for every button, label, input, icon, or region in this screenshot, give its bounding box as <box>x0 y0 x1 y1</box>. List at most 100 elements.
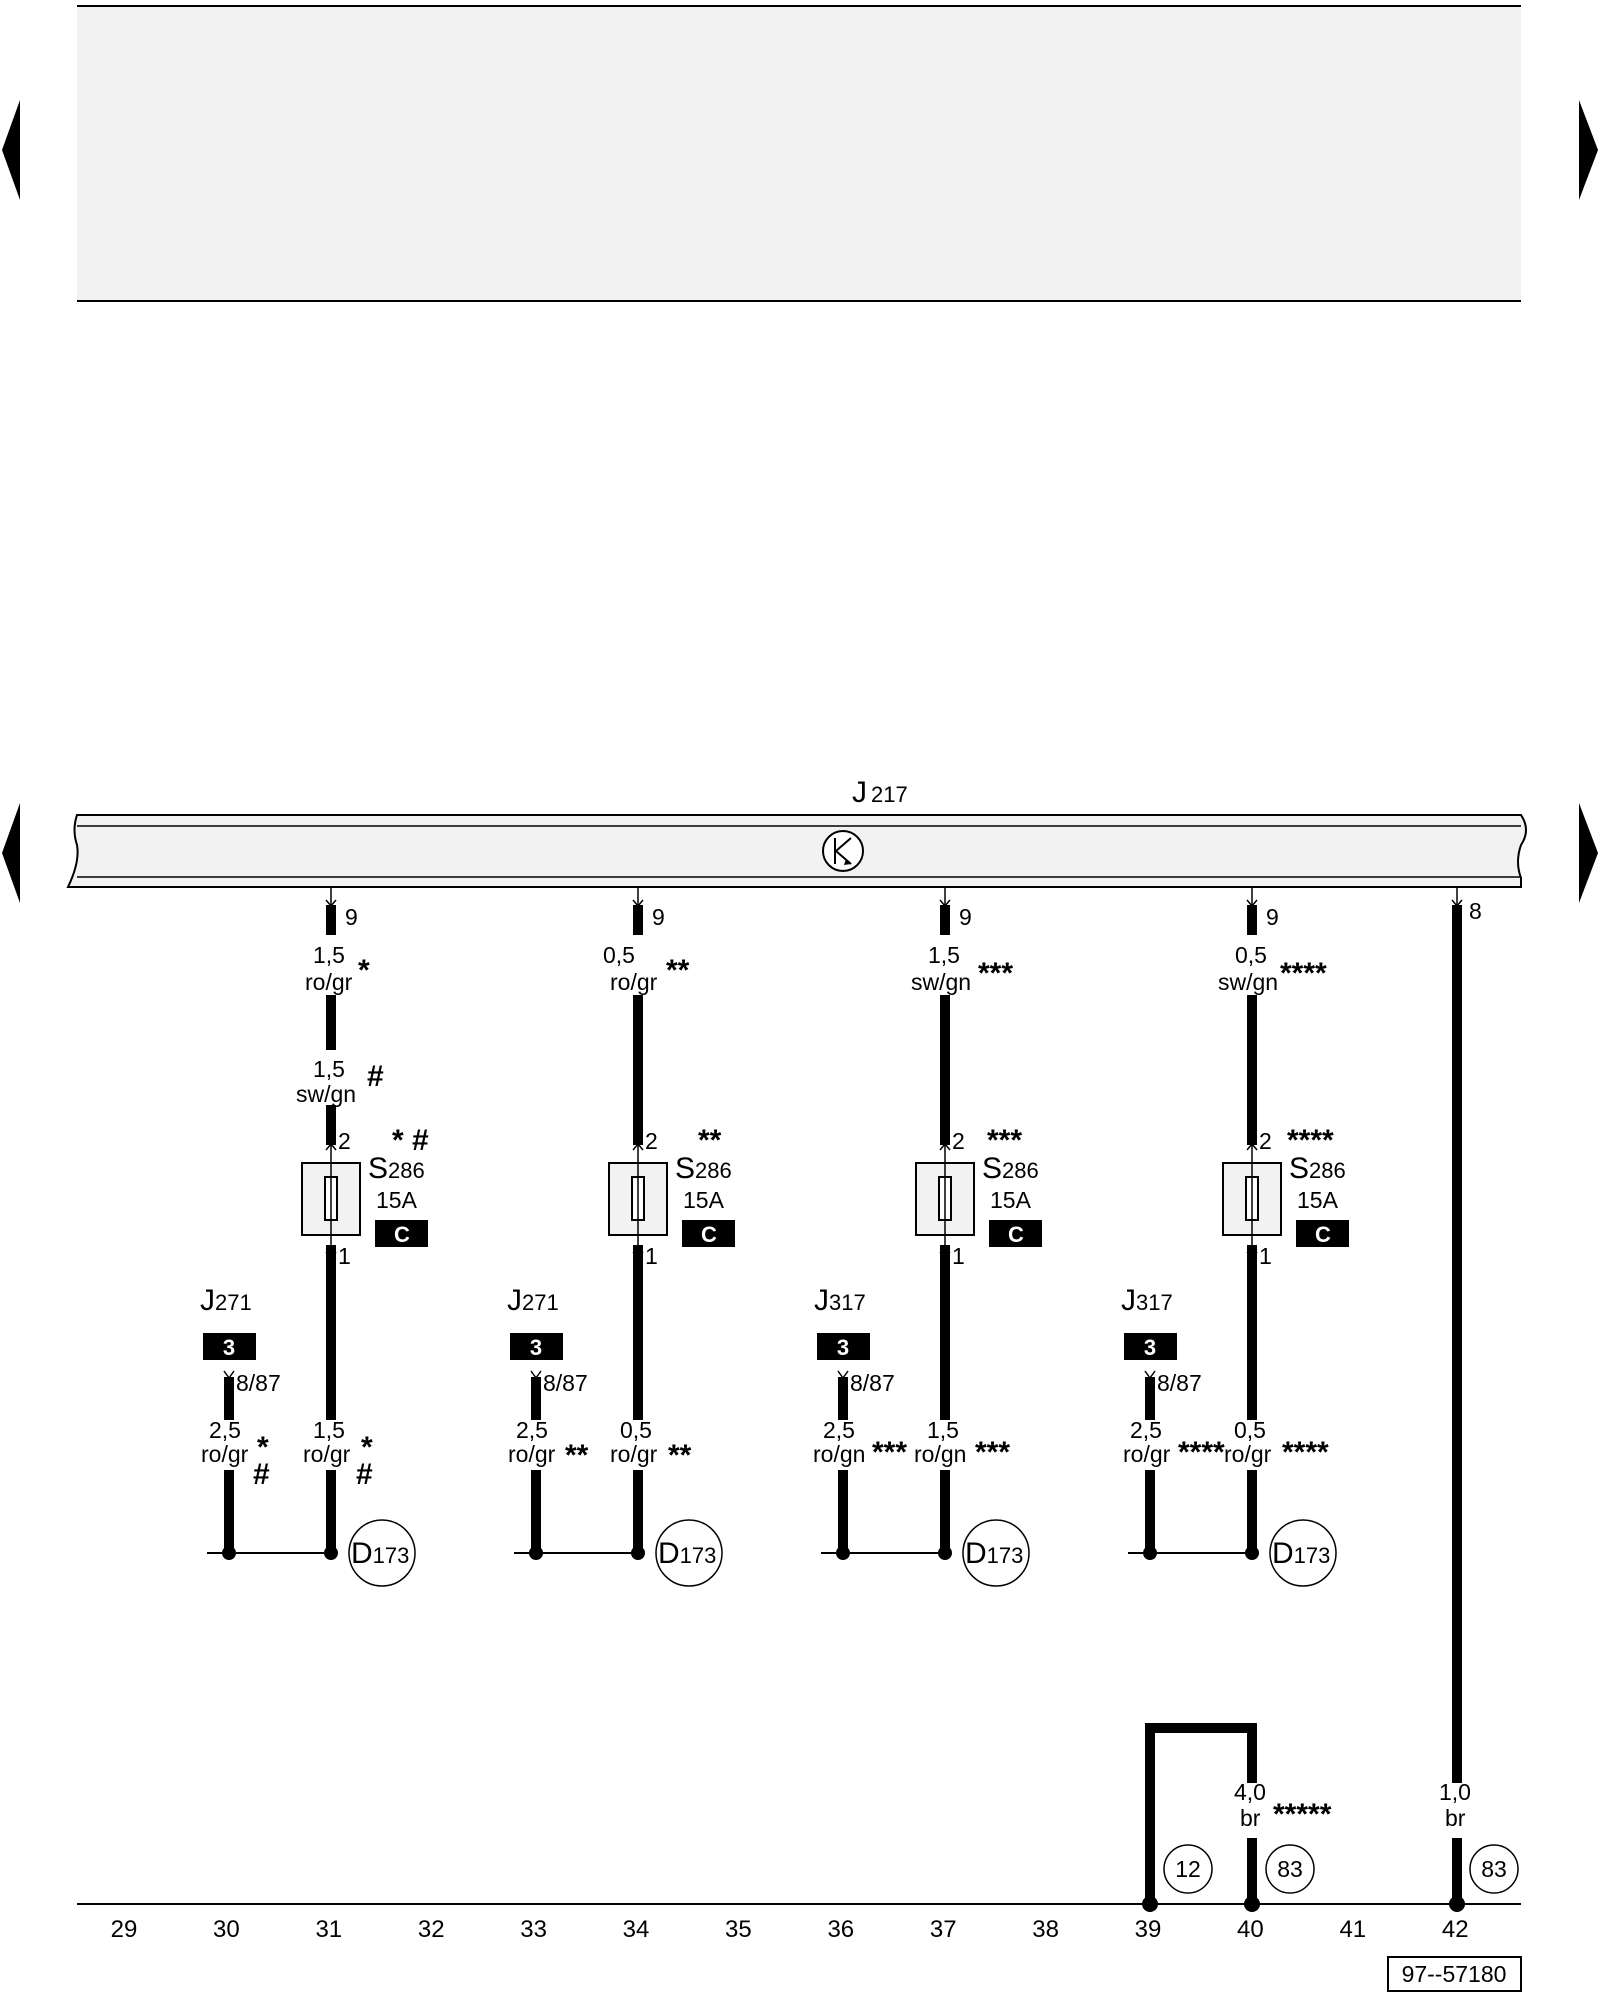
wire-size: 1,5 <box>313 1056 345 1082</box>
junction-dot <box>836 1546 850 1560</box>
fuse-icon <box>915 1162 975 1236</box>
pin-arrow-icon <box>223 1370 235 1380</box>
pin-number: 9 <box>345 904 358 930</box>
branch-2: 9 0,5 ro/gr ** 2 ** S286 15A C 1 J271 3 … <box>507 887 735 1587</box>
junction-dot <box>631 1546 645 1560</box>
fuse-location-badge-text: C <box>1008 1222 1024 1247</box>
ref-circle-text: 83 <box>1277 1856 1303 1882</box>
variant-mark: *** <box>978 957 1013 990</box>
connector-ref-circle <box>655 1519 723 1587</box>
variant-mark: * <box>358 954 370 987</box>
junction-dot <box>1245 1546 1259 1560</box>
relay-label: J317 <box>814 1284 866 1317</box>
wire-size: 1,0 <box>1439 1779 1471 1805</box>
variant-mark: ***** <box>1273 1798 1332 1831</box>
fuse-variant-mark: ** <box>698 1124 722 1157</box>
wire-size: 1,5 <box>928 942 960 968</box>
prev-page-arrow-bottom[interactable] <box>2 803 20 903</box>
variant-mark: *** <box>975 1436 1010 1469</box>
relay-pin: 8/87 <box>850 1370 895 1396</box>
relay-location-badge <box>817 1333 870 1360</box>
branch-1: 9 1,5 ro/gr * 1,5 sw/gn # 2 * # S286 15A… <box>200 887 429 1587</box>
wire-color: sw/gn <box>1218 969 1278 995</box>
junction-dot <box>1142 1896 1158 1912</box>
wire-color: ro/gr <box>201 1441 249 1467</box>
ref-circle <box>1265 1844 1315 1894</box>
ref-circle-text: 83 <box>1481 1856 1507 1882</box>
next-page-arrow-bottom[interactable] <box>1579 803 1598 903</box>
fuse-pin: 1 <box>338 1243 351 1269</box>
axis-number: 35 <box>725 1916 752 1943</box>
fuse-rating: 15A <box>990 1187 1032 1213</box>
pin-arrow-icon <box>1246 1142 1258 1151</box>
pin-arrow-icon <box>1144 1370 1156 1380</box>
wire-size: 2,5 <box>823 1417 855 1443</box>
junction-dot <box>222 1546 236 1560</box>
pin-arrow-icon <box>325 1251 337 1260</box>
ref-circle <box>1469 1844 1519 1894</box>
wire-color: br <box>1445 1805 1466 1831</box>
pin-number: 8 <box>1469 898 1482 924</box>
wire-color: sw/gn <box>296 1081 356 1107</box>
junction-dot <box>1143 1546 1157 1560</box>
variant-mark: **** <box>1282 1436 1329 1469</box>
fuse-pin: 1 <box>1259 1243 1272 1269</box>
relay-pin: 8/87 <box>1157 1370 1202 1396</box>
axis-number: 37 <box>930 1916 957 1943</box>
variant-mark: # <box>253 1458 270 1491</box>
pin8-wire: 8 1,0 br 83 <box>1439 887 1519 1912</box>
relay-location-badge <box>203 1333 256 1360</box>
variant-mark: ** <box>668 1439 692 1472</box>
wire-size: 1,5 <box>927 1417 959 1443</box>
connector-ref-circle <box>962 1519 1030 1587</box>
wire-size: 1,5 <box>313 942 345 968</box>
axis-number: 40 <box>1237 1916 1264 1943</box>
pin-arrow-icon <box>632 1251 644 1260</box>
relay-symbol-icon <box>822 830 864 872</box>
fuse-pin: 1 <box>952 1243 965 1269</box>
pin-arrow-icon <box>939 899 951 908</box>
variant-mark: # <box>367 1060 384 1093</box>
ref-circle <box>1163 1844 1213 1894</box>
fuse-variant-mark: *** <box>987 1124 1022 1157</box>
fuse-icon <box>608 1162 668 1236</box>
wire-segment <box>838 905 950 1553</box>
fuse-location-badge-text: C <box>701 1222 717 1247</box>
fuse-label: S286 <box>368 1152 425 1185</box>
next-page-arrow-top[interactable] <box>1579 100 1598 200</box>
header-panel <box>77 6 1521 301</box>
fuse-icon <box>1222 1162 1282 1236</box>
connector-label: D173 <box>965 1537 1023 1570</box>
axis-number: 29 <box>111 1916 138 1943</box>
branch-3: 9 1,5 sw/gn *** 2 *** S286 15A C 1 J317 … <box>813 887 1042 1587</box>
fuse-pin: 2 <box>645 1128 658 1154</box>
axis-number: 38 <box>1032 1916 1059 1943</box>
fuse-label: S286 <box>982 1152 1039 1185</box>
pin-arrow-icon <box>1246 899 1258 908</box>
axis-number: 42 <box>1442 1916 1469 1943</box>
relay-location-badge-text: 3 <box>1144 1335 1156 1360</box>
axis-number: 32 <box>418 1916 445 1943</box>
variant-mark: **** <box>1178 1436 1225 1469</box>
wire-color: ro/gr <box>1224 1441 1272 1467</box>
prev-page-arrow-top[interactable] <box>2 100 20 200</box>
axis-number: 34 <box>623 1916 650 1943</box>
fuse-location-badge-text: C <box>394 1222 410 1247</box>
relay-label: J271 <box>200 1284 252 1317</box>
ref-circle-text: 12 <box>1175 1856 1201 1882</box>
fuse-pin: 2 <box>952 1128 965 1154</box>
junction-dot <box>529 1546 543 1560</box>
fuse-location-badge <box>1296 1220 1349 1247</box>
branch-4: 9 0,5 sw/gn **** 2 **** S286 15A C 1 J31… <box>1121 887 1349 1587</box>
variant-mark: *** <box>872 1436 907 1469</box>
wire-segment <box>531 905 643 1553</box>
wire-size: 1,5 <box>313 1417 345 1443</box>
wire-color: br <box>1240 1805 1261 1831</box>
relay-bar <box>66 814 1527 888</box>
fuse-variant-mark: * # <box>392 1124 429 1157</box>
variant-mark: **** <box>1280 957 1327 990</box>
variant-mark: # <box>356 1458 373 1491</box>
figure-id: 97--57180 <box>1402 1961 1507 1987</box>
relay-pin: 8/87 <box>236 1370 281 1396</box>
